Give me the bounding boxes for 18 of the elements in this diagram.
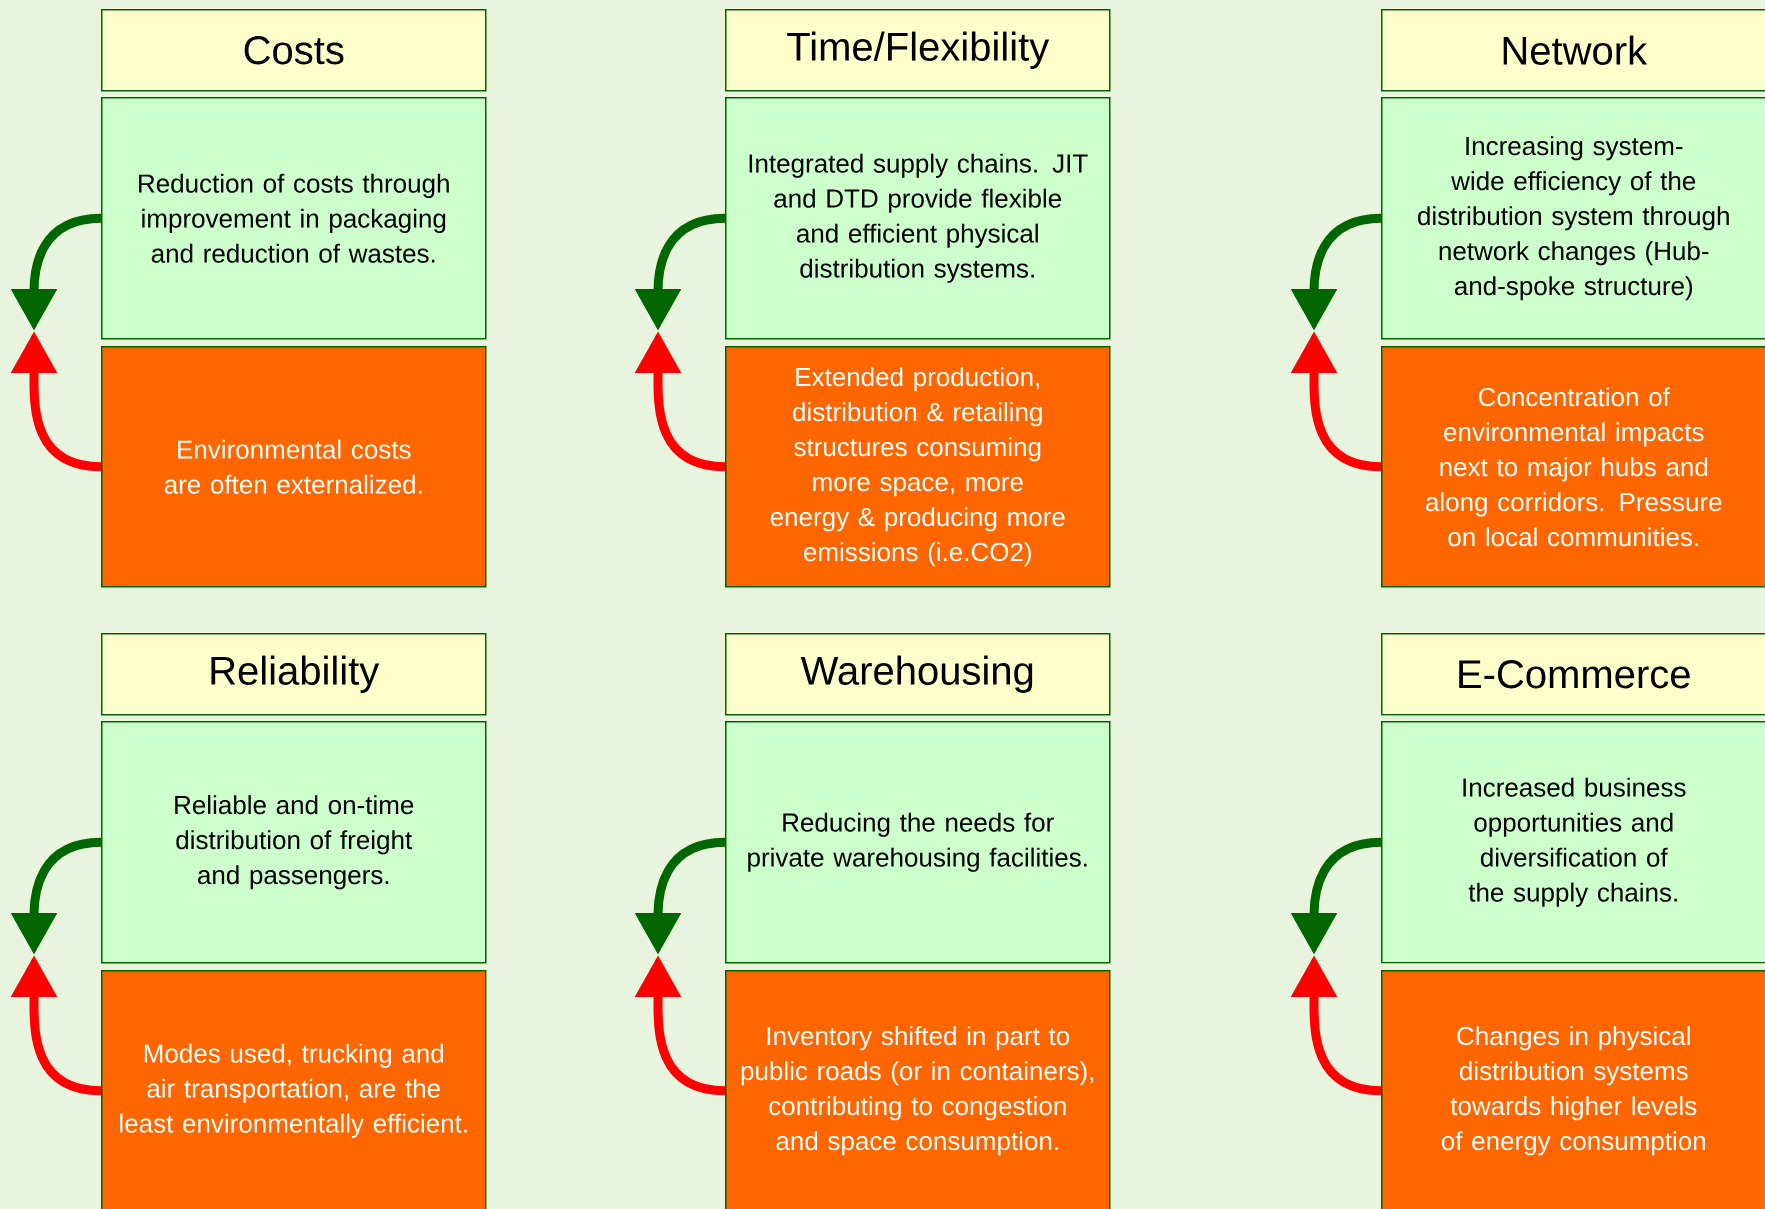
benefit-box: Reliable and on-time distribution of freight and passengers. <box>101 721 487 964</box>
title-box: Network <box>1381 9 1765 92</box>
title-box: Warehousing <box>725 633 1111 716</box>
impact-box: Environmental costs are often externalized. <box>101 346 487 588</box>
benefit-box: Reducing the needs for private warehousing facilities. <box>725 721 1111 964</box>
impact-box: Changes in physical distribution systems towards higher levels of energy consumption <box>1381 970 1765 1209</box>
benefit-box: Integrated supply chains. JIT and DTD provide flexible and efficient physical distribution systems. <box>725 97 1111 340</box>
benefit-box: Increasing system-wide efficiency of the distribution system through network changes (Hub-and-spoke structure) <box>1381 97 1765 340</box>
impact-box: Inventory shifted in part to public roads (or in containers), contributing to congestion and space consumption. <box>725 970 1111 1209</box>
title-box: Time/Flexibility <box>725 9 1111 92</box>
benefit-box: Reduction of costs through improvement in packaging and reduction of wastes. <box>101 97 487 340</box>
title-box: Reliability <box>101 633 487 716</box>
impact-box: Modes used, trucking and air transportation, are the least environmentally efficient. <box>101 970 487 1209</box>
title-box: E-Commerce <box>1381 633 1765 716</box>
title-box: Costs <box>101 9 487 92</box>
impact-box: Concentration of environmental impacts next to major hubs and along corridors. Pressure on local communities. <box>1381 346 1765 588</box>
impact-box: Extended production, distribution & retailing structures consuming more space, more energy & producing more emissions (i.e.CO2) <box>725 346 1111 588</box>
benefit-box: Increased business opportunities and diversification of the supply chains. <box>1381 721 1765 964</box>
